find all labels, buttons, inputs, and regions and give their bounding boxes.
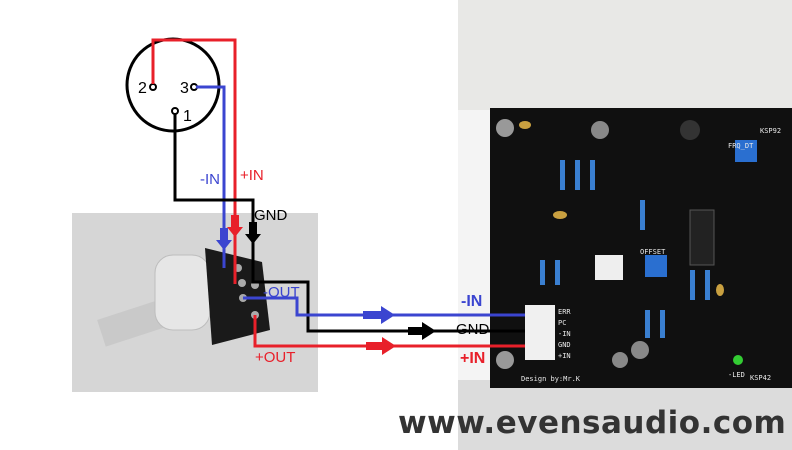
arrow-down-gnd [245, 222, 261, 244]
arrow-down-plus-in [227, 215, 243, 237]
arrow-right-plus-in [366, 337, 396, 355]
wire-minus-out [243, 296, 525, 317]
label-gnd: GND [254, 207, 288, 224]
website-watermark: www.evensaudio.com [398, 405, 787, 441]
xlr-pin-1-label: 1 [183, 108, 192, 125]
wire-arrows [216, 215, 436, 355]
potentiometer-photo [72, 213, 318, 392]
arrow-right-gnd [408, 322, 436, 340]
pcb-label-offset: OFFSET [640, 248, 666, 256]
pcb-label-led: -LED [728, 371, 745, 379]
label-board-plus-in: +IN [460, 350, 485, 367]
xlr-connector: 2 3 1 [125, 37, 221, 133]
pcb-label-design: Design by:Mr.K [521, 375, 581, 383]
pcb-label-ksp42: KSP42 [750, 374, 771, 382]
arrow-right-minus-in [363, 306, 395, 324]
pcb-label-ksp92: KSP92 [760, 127, 781, 135]
label-minus-out: -OUT [263, 284, 300, 301]
wire-gnd-in [173, 114, 525, 333]
label-board-gnd: GND [456, 321, 490, 338]
arrow-down-minus-in [216, 228, 232, 250]
xlr-pin-2-label: 2 [138, 80, 147, 97]
wire-plus-out [253, 315, 525, 348]
pcb-label-err: ERR [558, 308, 571, 316]
pcb-label-plus-in: +IN [558, 352, 571, 360]
pcb-label-frq: FRQ_DT [728, 142, 754, 150]
pcb-label-pc: PC [558, 319, 566, 327]
label-plus-in: +IN [240, 167, 264, 184]
wire-minus-in [196, 85, 226, 268]
amplifier-board-photo: ERR PC -IN GND +IN OFFSET FRQ_DT KSP92 K… [458, 0, 792, 450]
wire-plus-in [151, 38, 237, 284]
label-minus-in: -IN [200, 171, 220, 188]
label-plus-out: +OUT [255, 349, 295, 366]
pcb-label-minus-in: -IN [558, 330, 571, 338]
pcb-label-gnd: GND [558, 341, 571, 349]
label-board-minus-in: -IN [461, 293, 482, 310]
xlr-pin-3-label: 3 [180, 80, 189, 97]
